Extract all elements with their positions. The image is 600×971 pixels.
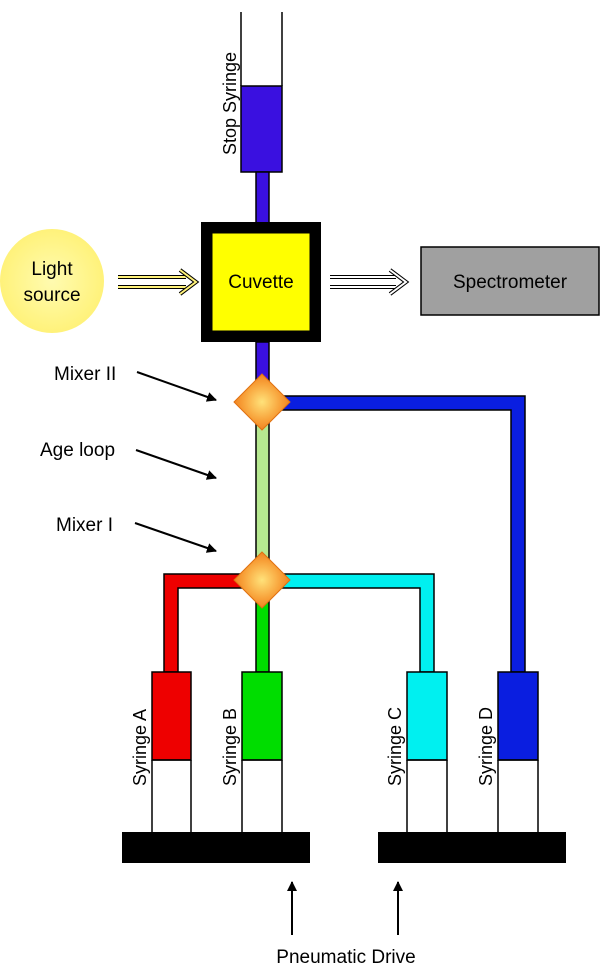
syringe-b (241, 671, 283, 834)
light-source (0, 229, 104, 333)
cuvette-label: Cuvette (228, 272, 293, 293)
syringe-c (406, 671, 448, 834)
cuvette-chamber (211, 232, 311, 332)
mixer-2-label: Mixer II (54, 364, 116, 385)
age-loop-tube (255, 419, 270, 571)
mixer-2-pointer-arrow (136, 371, 217, 402)
spectrometer-label: Spectrometer (453, 272, 568, 293)
syringe-b-label: Syringe B (220, 708, 240, 786)
mixer-1-label: Mixer I (56, 515, 113, 536)
mixer-1-pointer-arrow (134, 522, 217, 553)
syringe-c-line (261, 573, 435, 673)
mixer-1 (233, 551, 291, 609)
age-loop-label: Age loop (40, 440, 115, 461)
syringe-d-label: Syringe D (476, 707, 496, 786)
syringe-d-line (261, 395, 526, 673)
stop-syringe (240, 12, 283, 225)
drive-plate-right (378, 832, 566, 863)
age-loop-pointer-arrow (135, 449, 217, 480)
syringe-d (497, 671, 539, 834)
mixer-2 (233, 373, 291, 431)
light-source-label-line2: source (23, 285, 80, 306)
syringe-a-label: Syringe A (130, 709, 150, 786)
light-beam-arrow-out (330, 268, 410, 296)
drive-plate-left (122, 832, 310, 863)
light-beam-arrow-in (118, 268, 200, 296)
syringe-a (151, 671, 192, 834)
light-source-label-line1: Light (31, 259, 73, 280)
syringe-c-label: Syringe C (385, 707, 405, 786)
spectrometer (420, 246, 600, 316)
pneumatic-drive-label: Pneumatic Drive (276, 947, 415, 968)
stop-syringe-label: Stop Syringe (220, 52, 240, 155)
